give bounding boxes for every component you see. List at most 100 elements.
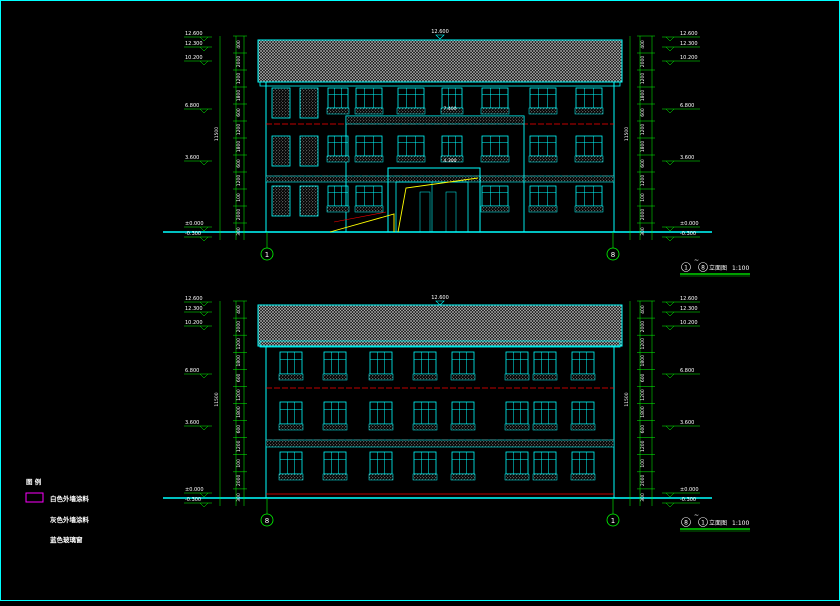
dimension-segment: 600 (640, 108, 646, 117)
level-mark-left: 12.300 (185, 306, 203, 312)
dimension-segment: 100 (236, 459, 242, 468)
front-upper-canopy (345, 115, 525, 125)
dimension-segment: 1200 (640, 440, 646, 452)
back-window (570, 351, 596, 381)
dimension-segment: 1200 (640, 175, 646, 187)
back-axis-bubble-left (260, 513, 274, 527)
dimension-segment: 400 (236, 305, 242, 314)
legend-title: 图 例 (26, 477, 42, 486)
dimension-segment: 2000 (640, 475, 646, 487)
dimension-segment: 1200 (236, 338, 242, 350)
dimension-segment: 2000 (640, 56, 646, 68)
dimension-segment: 1800 (236, 355, 242, 367)
back-window (504, 451, 530, 481)
front-window (574, 185, 604, 213)
back-window (368, 351, 394, 381)
level-mark-left: 3.600 (185, 420, 199, 426)
front-window-hatched (271, 185, 291, 217)
level-mark-right: 12.300 (680, 306, 698, 312)
dimension-segment: 1200 (236, 175, 242, 187)
back-window (532, 401, 558, 431)
svg-text:~: ~ (694, 512, 699, 519)
dimension-segment: 1800 (236, 90, 242, 102)
front-window (574, 87, 604, 115)
dimension-segment: 600 (236, 425, 242, 434)
level-mark-right: 12.600 (680, 296, 698, 302)
legend-item-gray-paint: 灰色外墙涂料 (50, 515, 90, 524)
back-title-to: 1 (701, 520, 705, 527)
front-window-hatched (271, 87, 291, 119)
front-ramp-rail (333, 211, 387, 223)
dimension-segment: 2000 (236, 321, 242, 333)
back-window (570, 401, 596, 431)
back-window (368, 401, 394, 431)
legend-swatch-white (25, 492, 44, 503)
back-title-from: 8 (684, 520, 688, 527)
back-window (450, 401, 476, 431)
front-axis-bubble-left (260, 247, 274, 261)
dimension-segment: 300 (236, 493, 242, 502)
front-axis-label-right: 8 (611, 251, 615, 259)
level-mark-left: ±0.000 (185, 487, 204, 493)
level-mark-right: -0.300 (680, 231, 696, 237)
front-belt-course (265, 175, 615, 183)
front-door-leaf-left (419, 191, 431, 233)
back-window (532, 451, 558, 481)
back-axis-label-left: 8 (265, 517, 269, 525)
front-axis-bubble-right (606, 247, 620, 261)
back-window (368, 451, 394, 481)
back-roof (257, 304, 623, 347)
level-mark-right: 3.600 (680, 155, 694, 161)
level-mark-right: 12.600 (680, 31, 698, 37)
level-mark-left: -0.300 (185, 497, 201, 503)
back-window (412, 451, 438, 481)
front-window-hatched (299, 87, 319, 119)
dimension-segment: 1200 (236, 440, 242, 452)
level-mark-right: -0.300 (680, 497, 696, 503)
dimension-segment: 2000 (236, 209, 242, 221)
dimension-segment: 2000 (640, 321, 646, 333)
dimension-segment: 400 (640, 305, 646, 314)
back-window (278, 451, 304, 481)
back-window (570, 451, 596, 481)
level-mark-left: ±0.000 (185, 221, 204, 227)
dimension-segment: 600 (640, 373, 646, 382)
back-window (450, 351, 476, 381)
dimension-segment: 400 (236, 40, 242, 49)
front-window (354, 185, 384, 213)
level-mark-left: 6.800 (185, 103, 199, 109)
level-mark-right: ±0.000 (680, 487, 699, 493)
dimension-segment: 1800 (640, 355, 646, 367)
legend-item-white-paint: 白色外墙涂料 (50, 494, 90, 503)
front-window (528, 185, 558, 213)
front-title-text: 立面图 (709, 264, 727, 272)
back-window (532, 351, 558, 381)
dimension-segment: 1200 (640, 124, 646, 136)
dimension-segment: 1800 (236, 141, 242, 153)
back-window (412, 401, 438, 431)
front-ramp-yellow (329, 213, 395, 233)
dimension-total: 11500 (214, 392, 220, 406)
level-mark-left: 12.600 (185, 296, 203, 302)
back-dimensions: 12.60012.30010.2006.8003.600±0.000-0.300… (184, 296, 700, 508)
front-window-hatched (299, 135, 319, 167)
front-dimensions: 12.60012.30010.2006.8003.600±0.000-0.300… (184, 31, 700, 242)
front-elevation: 1 8 12.600 7.400 4.300 12.60012.30010.20… (163, 29, 750, 277)
front-title-block: 1 ~ 8 立面图 1:100 (680, 257, 750, 277)
back-eave (259, 340, 621, 348)
dimension-segment: 600 (236, 108, 242, 117)
front-axis-label-left: 1 (265, 251, 269, 259)
level-mark-right: 10.200 (680, 320, 698, 326)
level-mark-left: 10.200 (185, 55, 203, 61)
dimension-segment: 600 (640, 425, 646, 434)
back-title-scale: 1:100 (732, 520, 749, 527)
back-windows (278, 351, 596, 481)
dimension-segment: 1200 (236, 124, 242, 136)
front-window (440, 135, 464, 163)
level-mark-left: -0.300 (185, 231, 201, 237)
front-door-leaf-right (445, 191, 457, 233)
front-canopy-upper-level: 7.400 (444, 106, 457, 112)
front-window (480, 135, 510, 163)
dimension-segment: 1800 (640, 406, 646, 418)
